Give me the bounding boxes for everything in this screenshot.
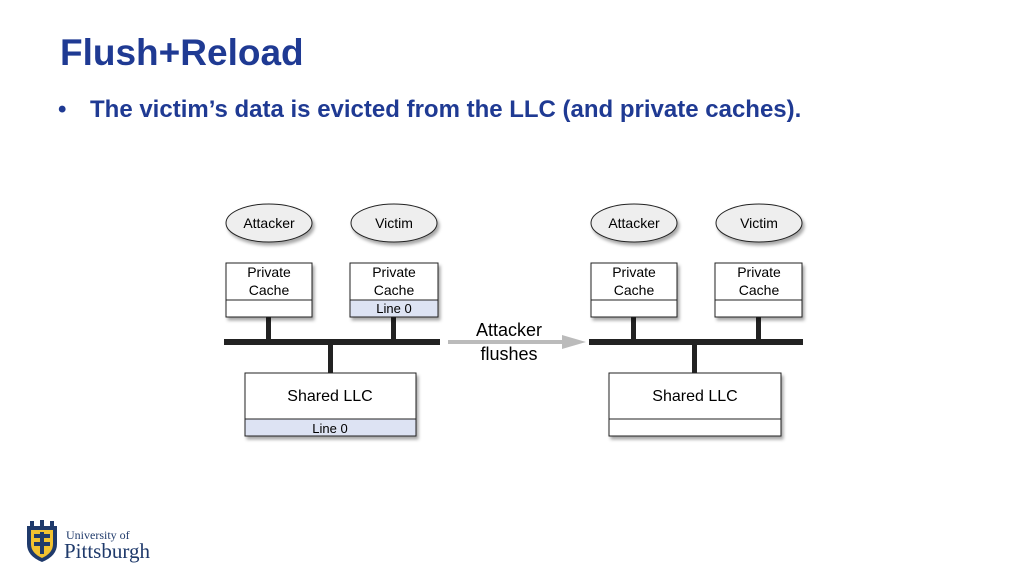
connector xyxy=(756,317,761,341)
bus-line xyxy=(589,339,803,345)
victim-node xyxy=(715,203,803,243)
bullet-item: • The victim’s data is evicted from the L… xyxy=(58,96,801,124)
llc-line-label: Line 0 xyxy=(312,421,347,436)
before-state: Attacker Victim Private Cache Private Ca… xyxy=(224,203,440,437)
victim-cache-line-slot xyxy=(349,299,439,318)
flush-transition: Attacker flushes xyxy=(448,320,586,364)
attacker-label: Attacker xyxy=(243,215,295,231)
victim-private-cache xyxy=(714,262,803,318)
attacker-cache-label-line2: Cache xyxy=(249,282,290,298)
arrow-label-line2: flushes xyxy=(480,344,537,364)
connector xyxy=(266,317,271,341)
logo-text-line1: University of xyxy=(66,528,130,542)
victim-cache-label-line1: Private xyxy=(737,264,781,280)
attacker-label: Attacker xyxy=(608,215,660,231)
slide-title: Flush+Reload xyxy=(60,32,304,73)
victim-cache-label-line2: Cache xyxy=(739,282,780,298)
connector xyxy=(328,343,333,373)
bullet-text: The victim’s data is evicted from the LL… xyxy=(90,96,802,123)
attacker-cache-label-line2: Cache xyxy=(614,282,655,298)
connector xyxy=(692,343,697,373)
victim-label: Victim xyxy=(375,215,413,231)
arrow-shaft xyxy=(448,340,566,344)
attacker-private-cache xyxy=(225,262,313,318)
victim-cache-label-line1: Private xyxy=(372,264,416,280)
connector xyxy=(631,317,636,341)
shared-llc-label: Shared LLC xyxy=(652,388,737,405)
shared-llc xyxy=(608,372,782,437)
connector xyxy=(391,317,396,341)
llc-line-slot xyxy=(244,418,417,437)
attacker-node xyxy=(225,203,313,243)
attacker-cache-label-line1: Private xyxy=(247,264,291,280)
university-crest-icon xyxy=(27,520,57,562)
attacker-node xyxy=(590,203,678,243)
after-state: Attacker Victim Private Cache Private Ca… xyxy=(589,203,803,437)
attacker-cache-label-line1: Private xyxy=(612,264,656,280)
victim-node xyxy=(350,203,438,243)
shared-llc-label: Shared LLC xyxy=(287,388,372,405)
victim-label: Victim xyxy=(740,215,778,231)
logo-text-line2: Pittsburgh xyxy=(64,539,150,563)
victim-cache-line-label: Line 0 xyxy=(376,301,411,316)
bullet-icon: • xyxy=(58,96,67,123)
victim-cache-label-line2: Cache xyxy=(374,282,415,298)
bus-line xyxy=(224,339,440,345)
arrow-label-line1: Attacker xyxy=(476,320,542,340)
arrow-head-icon xyxy=(562,335,586,349)
attacker-private-cache xyxy=(590,262,678,318)
